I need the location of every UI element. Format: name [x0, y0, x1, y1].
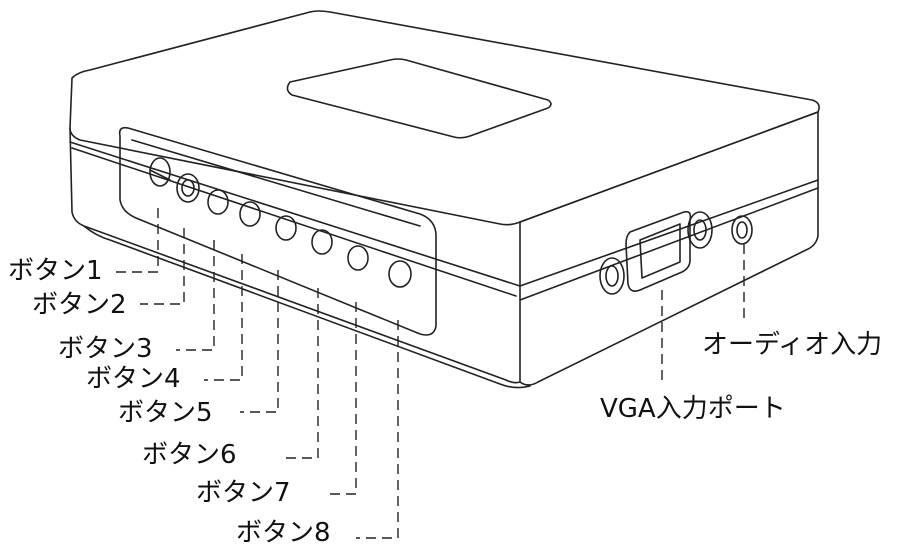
leader-button-4: [204, 254, 243, 381]
leader-button-2: [140, 228, 185, 305]
label-button-8: ボタン8: [236, 518, 331, 548]
button-7-shape: [347, 245, 369, 271]
device-left-face: [69, 127, 521, 384]
button-6-shape: [311, 229, 333, 255]
leader-button-3: [176, 240, 215, 351]
label-button-4: ボタン4: [86, 364, 181, 394]
leader-button-7: [326, 302, 357, 495]
leader-button-1: [112, 208, 159, 273]
label-button-7: ボタン7: [196, 478, 291, 508]
label-button-2: ボタン2: [32, 290, 127, 320]
button-3-shape: [207, 189, 229, 215]
audio-jack: [731, 215, 753, 245]
label-button-5: ボタン5: [118, 398, 213, 428]
leader-button-6: [280, 288, 319, 459]
top-window: [286, 58, 552, 139]
button-5-shape: [275, 215, 297, 241]
label-audio-input: オーディオ入力: [702, 330, 883, 360]
button-8-shape: [388, 260, 412, 288]
device-top-face: [69, 10, 820, 226]
button-2-shape: [176, 173, 200, 203]
label-vga-port: VGA入力ポート: [600, 394, 786, 424]
label-button-6: ボタン6: [142, 440, 237, 470]
vga-port: [599, 210, 713, 295]
button-1-shape: [149, 157, 171, 187]
label-button-3: ボタン3: [58, 334, 153, 364]
device-right-face: [519, 111, 819, 386]
button-4-shape: [239, 201, 261, 227]
leader-button-5: [240, 270, 279, 413]
button-panel: [118, 126, 437, 336]
label-button-1: ボタン1: [8, 256, 103, 286]
leader-button-8: [356, 320, 399, 539]
